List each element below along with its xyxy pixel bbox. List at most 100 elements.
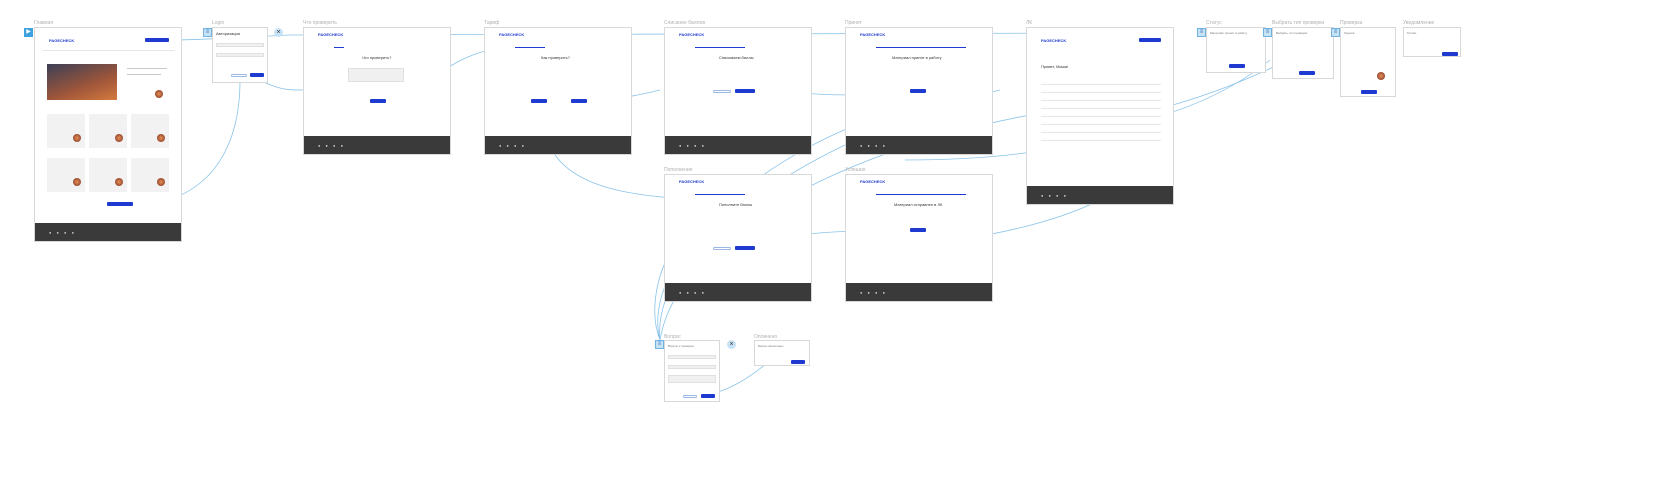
text-input[interactable] <box>348 68 404 82</box>
confirm-button[interactable] <box>1299 71 1315 75</box>
password-field[interactable] <box>216 53 264 57</box>
frame-label-status: Статус <box>1206 20 1222 26</box>
frame-label-choose: Выбрать тип проверки <box>1272 20 1325 26</box>
frame-label-check: Что проверить <box>303 20 337 26</box>
avatar <box>157 134 165 142</box>
message-field[interactable] <box>668 375 716 383</box>
status-title: Материал принят в работу <box>1210 31 1248 35</box>
avatar <box>115 178 123 186</box>
avatar <box>1377 72 1385 80</box>
note-icon[interactable]: ≡ <box>1331 28 1340 37</box>
logo: PAGECHECK <box>860 32 886 37</box>
ok-button[interactable] <box>1442 52 1458 56</box>
progress-bar <box>876 194 966 195</box>
note-icon[interactable]: ≡ <box>1197 28 1206 37</box>
submit-button[interactable] <box>1361 90 1377 94</box>
frame-label-donepay: Оплачено <box>754 334 778 340</box>
frame-accepted: PAGECHECK Материал принят в работу ● ● ●… <box>845 27 993 155</box>
tariff-basic-button[interactable] <box>531 99 547 103</box>
text-line <box>127 68 167 69</box>
card-item <box>89 158 127 192</box>
frame-check: PAGECHECK Что проверить? ● ● ● ● <box>303 27 451 155</box>
send-button[interactable] <box>701 394 715 398</box>
frame-choose: Выбрать тип проверки <box>1272 27 1334 79</box>
card-item <box>47 114 85 148</box>
play-icon[interactable]: ▶ <box>24 28 33 37</box>
table-row <box>1041 116 1161 117</box>
pay-button[interactable] <box>735 89 755 93</box>
frame-label-pay: Списание баллов <box>664 20 705 26</box>
ok-button[interactable] <box>1229 64 1245 68</box>
email-field[interactable] <box>216 43 264 47</box>
choose-title: Выбрать тип проверки <box>1276 31 1308 35</box>
logo: PAGECHECK <box>499 32 525 37</box>
frame-main: PAGECHECK ● ● ● ● <box>34 27 182 242</box>
frame-label-notify: Уведомление <box>1403 20 1435 26</box>
footer: ● ● ● ● <box>846 136 992 154</box>
cancel-button[interactable] <box>231 74 247 77</box>
progress-bar <box>334 47 344 48</box>
note-icon[interactable]: ≡ <box>655 340 664 349</box>
table-row <box>1041 92 1161 93</box>
note-icon[interactable]: ≡ <box>203 28 212 37</box>
card-item <box>89 114 127 148</box>
table-row <box>1041 84 1161 85</box>
footer: ● ● ● ● <box>665 136 811 154</box>
name-field[interactable] <box>668 355 716 359</box>
tariff-pro-button[interactable] <box>571 99 587 103</box>
table-row <box>1041 140 1161 141</box>
footer: ● ● ● ● <box>846 283 992 301</box>
avatar <box>155 90 163 98</box>
table-row <box>1041 132 1161 133</box>
logo: PAGECHECK <box>49 38 75 43</box>
frame-pay: PAGECHECK Списываем баллы ● ● ● ● <box>664 27 812 155</box>
back-button[interactable] <box>713 90 731 93</box>
more-button[interactable] <box>107 202 133 206</box>
topup-button[interactable] <box>735 246 755 250</box>
footer: ● ● ● ● <box>1027 186 1173 204</box>
to-account-button[interactable] <box>910 228 926 232</box>
close-icon[interactable]: × <box>274 28 283 37</box>
page-heading: Списываем баллы <box>719 55 754 60</box>
table-row <box>1041 124 1161 125</box>
frame-label-success: Успешно <box>845 167 866 173</box>
frame-label-login: Login <box>212 20 225 26</box>
page-heading: Что проверить? <box>362 55 392 60</box>
to-account-button[interactable] <box>910 89 926 93</box>
avatar <box>157 178 165 186</box>
frame-question: Вопрос к проверке <box>664 340 720 402</box>
frame-notify: Готово <box>1403 27 1461 57</box>
avatar <box>115 134 123 142</box>
frame-success: PAGECHECK Материал отправлен в ЛК ● ● ● … <box>845 174 993 302</box>
page-heading: Материал принят в работу <box>892 55 942 60</box>
cancel-button[interactable] <box>683 395 697 398</box>
next-button[interactable] <box>370 99 386 103</box>
table-row <box>1041 100 1161 101</box>
close-icon[interactable]: × <box>727 340 736 349</box>
hero-image <box>47 64 117 100</box>
search-button[interactable] <box>1139 38 1161 42</box>
frame-confirm: Оценка <box>1340 27 1396 97</box>
donepay-title: Баллы начислены <box>758 344 784 348</box>
login-title: Авторизация <box>216 31 240 36</box>
avatar <box>73 178 81 186</box>
progress-bar <box>515 47 545 48</box>
frame-label-confirm: Проверка <box>1340 20 1363 26</box>
footer: ● ● ● ● <box>304 136 450 154</box>
progress-bar <box>695 194 745 195</box>
logo: PAGECHECK <box>679 179 705 184</box>
ok-button[interactable] <box>791 360 805 364</box>
footer: ● ● ● ● <box>665 283 811 301</box>
note-icon[interactable]: ≡ <box>1263 28 1272 37</box>
logo: PAGECHECK <box>860 179 886 184</box>
back-button[interactable] <box>713 247 731 250</box>
card-item <box>131 158 169 192</box>
frame-tariff: PAGECHECK Как проверить? ● ● ● ● <box>484 27 632 155</box>
frame-login: Авторизация <box>212 27 268 83</box>
divider <box>43 50 175 51</box>
login-button[interactable] <box>250 73 264 77</box>
card-item <box>47 158 85 192</box>
email-field[interactable] <box>668 365 716 369</box>
search-button[interactable] <box>145 38 169 42</box>
confirm-title: Оценка <box>1344 31 1355 35</box>
